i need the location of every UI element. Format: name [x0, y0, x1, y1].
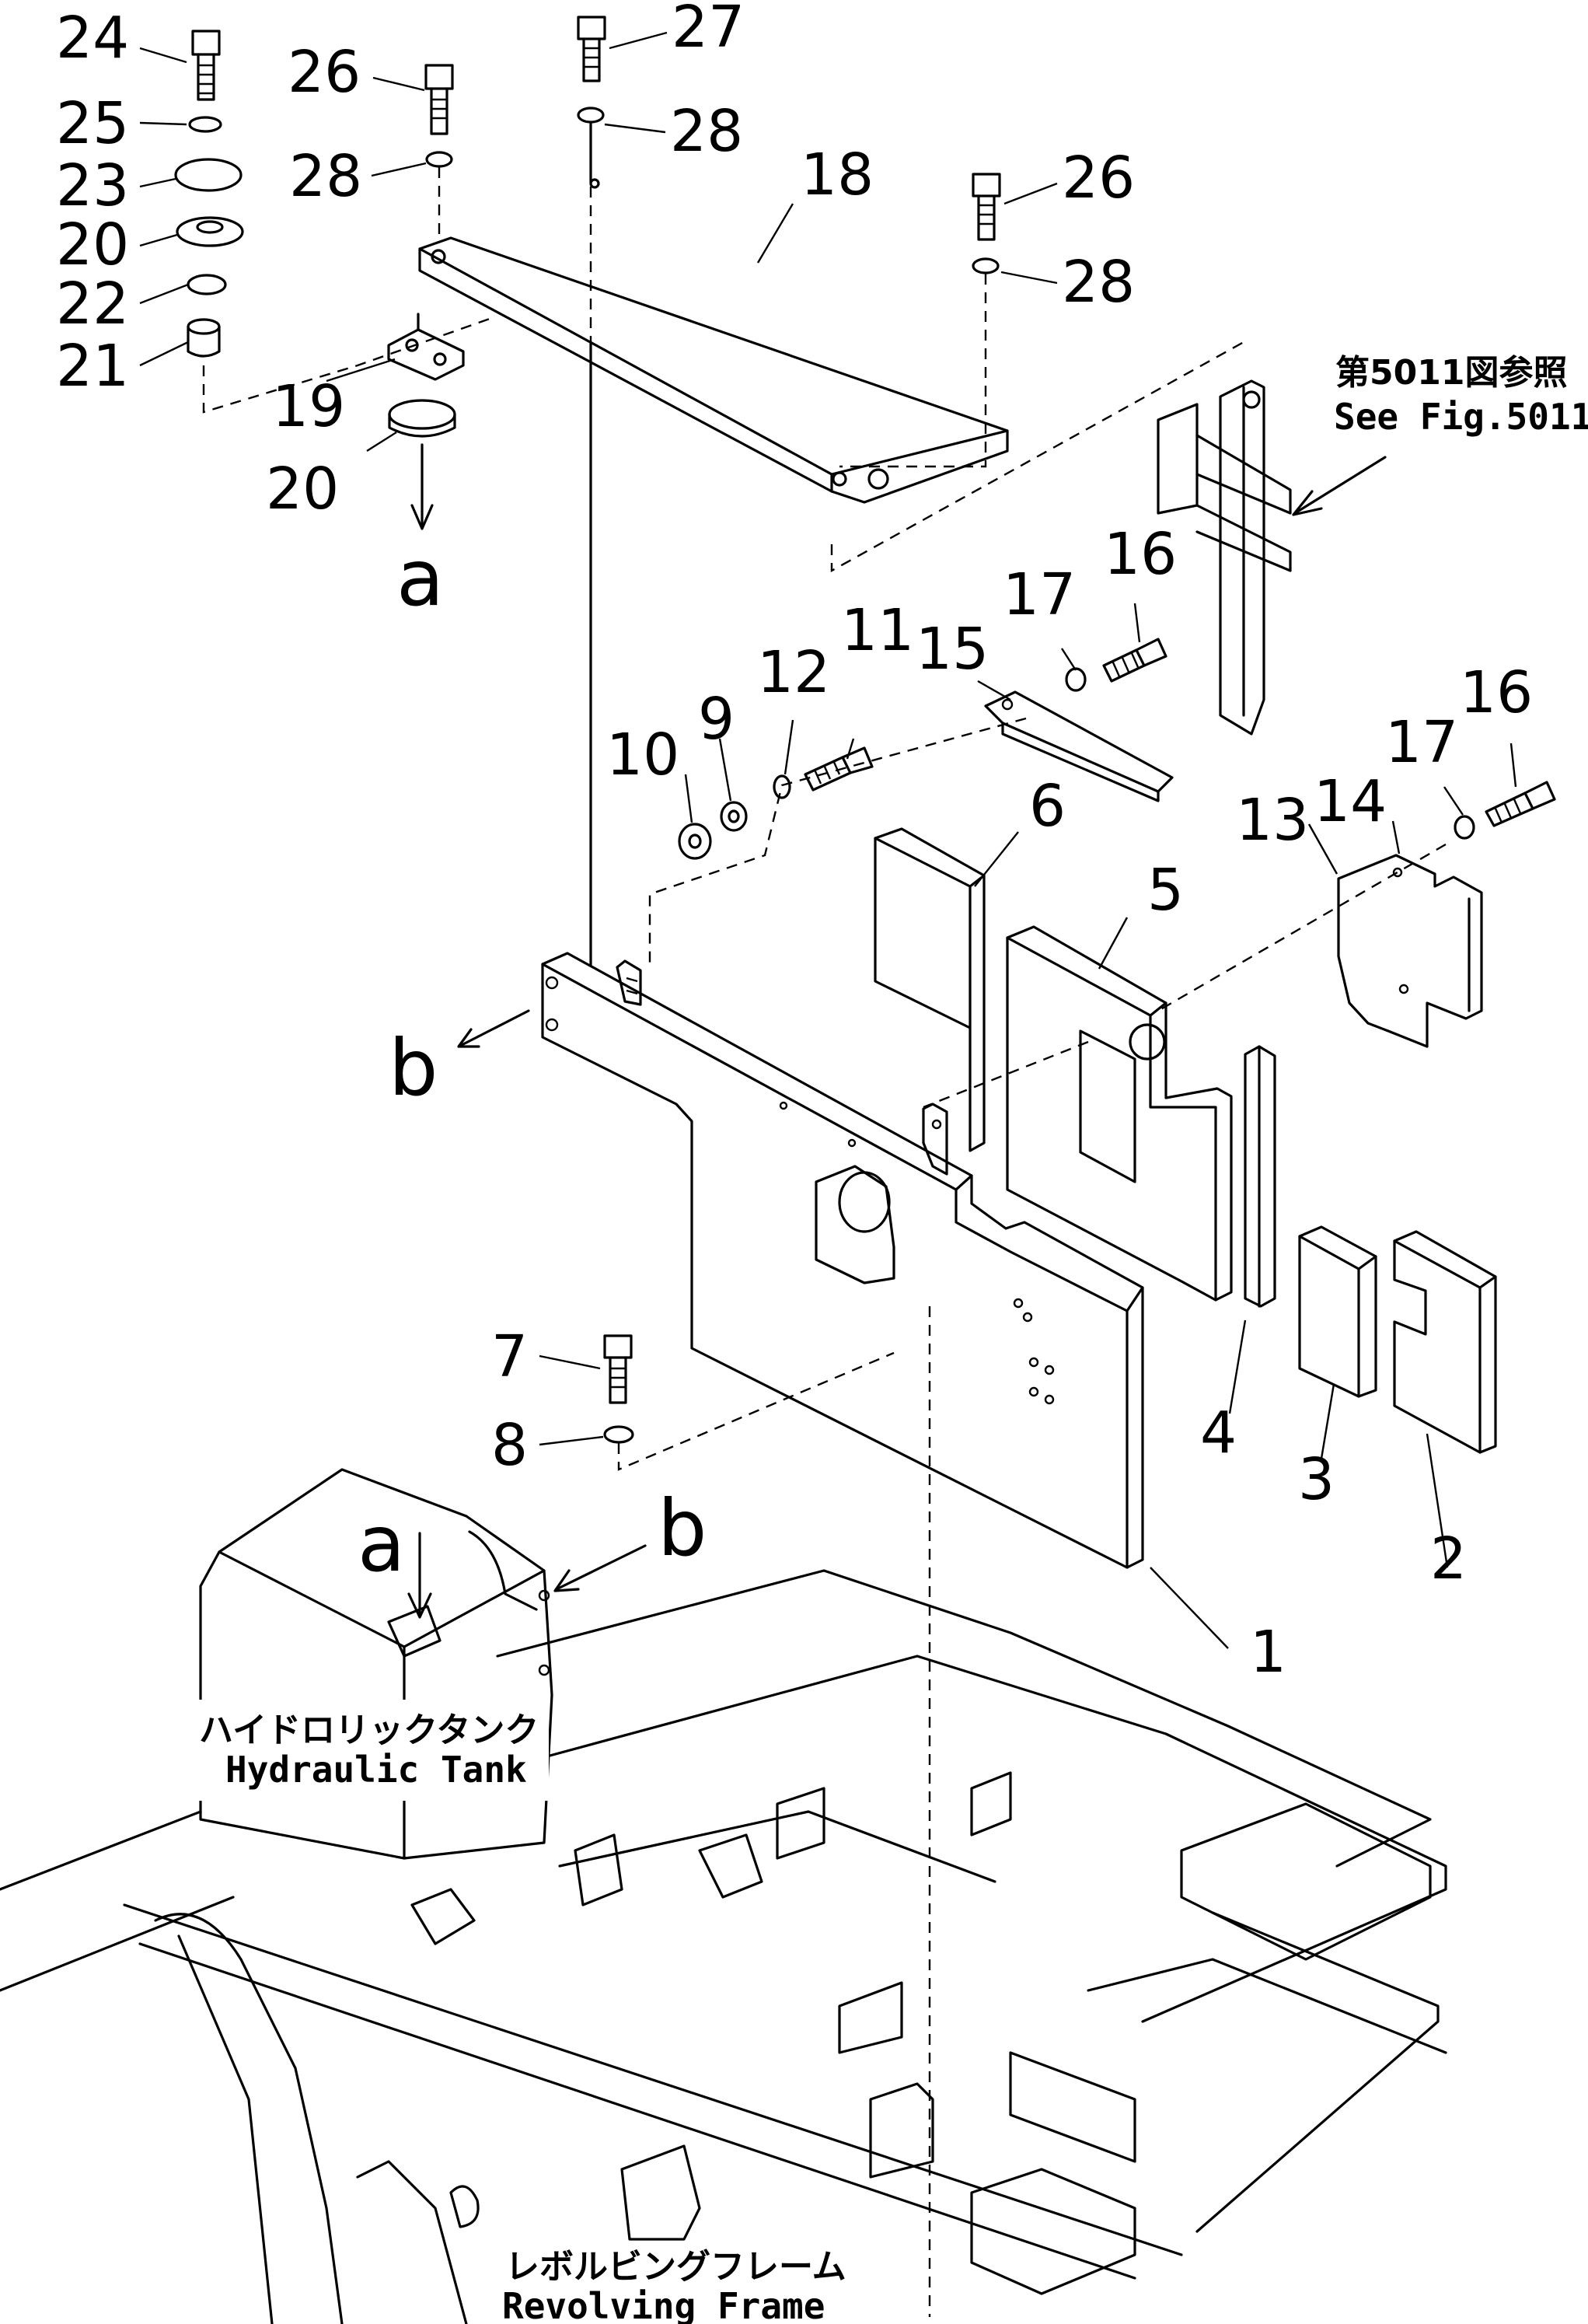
washer-17-lower-icon [1454, 815, 1475, 840]
washer-28-left-icon [425, 151, 453, 168]
callout-17-lower: 17 [1385, 709, 1458, 776]
callout-18: 18 [801, 142, 874, 208]
callout-13: 13 [1236, 787, 1309, 854]
plate-6 [874, 827, 986, 1152]
plate-5 [1006, 925, 1233, 1302]
washer-10-icon [678, 823, 712, 860]
plate-13 [1337, 854, 1483, 1048]
side-panel-1 [541, 952, 1144, 1569]
bolt-26-right-icon [972, 173, 1001, 241]
callout-8: 8 [491, 1412, 528, 1479]
revolving-frame [0, 1569, 1447, 2324]
reference-note-jp: 第5011図参照 [1335, 353, 1567, 393]
cover-plate-18 [418, 178, 1009, 504]
callout-4: 4 [1200, 1400, 1237, 1466]
revolving-frame-label-jp: レボルビングフレーム [505, 2247, 846, 2287]
washer-9-icon [720, 801, 748, 832]
washer-28-right-icon [972, 257, 1000, 274]
bolt-16-upper-icon [1102, 638, 1167, 683]
callout-23: 23 [56, 152, 129, 219]
callout-2: 2 [1430, 1525, 1467, 1592]
callout-28-top: 28 [670, 98, 743, 165]
view-marker-b-tank: b [658, 1483, 707, 1574]
callout-16-lower: 16 [1460, 659, 1533, 726]
tank-label-bg [191, 1700, 549, 1801]
collar-21-icon [187, 318, 221, 358]
washer-12-icon [773, 774, 791, 799]
callout-21: 21 [56, 333, 129, 400]
callout-26-right: 26 [1062, 145, 1135, 211]
fig-5011-bracket [1157, 379, 1292, 736]
bolt-26-left-icon [424, 64, 454, 135]
callout-7: 7 [491, 1323, 528, 1390]
callout-28-left: 28 [289, 143, 362, 210]
plate-3 [1298, 1225, 1377, 1398]
hydraulic-tank-label-jp: ハイドロリックタンク [199, 1711, 539, 1750]
bracket-19-icon [387, 313, 465, 381]
plate-4 [1244, 1045, 1276, 1308]
cushion-20-upper-icon [176, 216, 244, 247]
callout-5: 5 [1147, 857, 1184, 924]
callout-19: 19 [272, 373, 345, 440]
callout-15: 15 [916, 616, 989, 683]
view-marker-a-tank: a [358, 1498, 405, 1589]
bolt-24-icon [191, 30, 221, 101]
callout-14: 14 [1314, 768, 1387, 835]
callout-22: 22 [56, 271, 129, 337]
callout-10: 10 [606, 722, 679, 788]
hinge-bracket-lower-icon [922, 1103, 948, 1176]
callout-6: 6 [1029, 773, 1066, 840]
callout-20-upper: 20 [56, 211, 129, 278]
callout-3: 3 [1298, 1446, 1335, 1513]
bolt-16-lower-icon [1485, 781, 1556, 827]
view-marker-b-left: b [389, 1022, 438, 1113]
callout-1: 1 [1250, 1619, 1286, 1686]
callout-26-left: 26 [288, 39, 361, 106]
cushion-20-lower-icon [388, 399, 456, 438]
o-ring-22-icon [187, 274, 227, 295]
reference-note-en: See Fig.5011 [1334, 396, 1588, 438]
bolt-27-icon [577, 16, 606, 82]
washer-25-icon [188, 116, 222, 133]
washer-28-top-icon [577, 107, 605, 124]
callout-27: 27 [672, 0, 745, 61]
washer-17-upper-icon [1065, 667, 1087, 692]
callout-24: 24 [56, 5, 129, 72]
callout-12: 12 [757, 639, 830, 706]
view-marker-a-top: a [396, 533, 444, 624]
callout-17-upper: 17 [1003, 561, 1076, 628]
callout-28-right: 28 [1062, 249, 1135, 316]
bolt-7-icon [603, 1334, 633, 1404]
washer-23-icon [174, 158, 243, 192]
bracket-15-icon [984, 690, 1174, 802]
callout-9: 9 [698, 686, 735, 753]
revolving-frame-label-en: Revolving Frame [502, 2285, 825, 2324]
frame-label-bg [490, 2245, 847, 2324]
callout-11: 11 [841, 597, 914, 664]
plate-2 [1393, 1230, 1497, 1454]
callout-20-lower: 20 [266, 456, 339, 522]
hinge-bracket-icon [616, 959, 642, 1006]
callout-25: 25 [56, 90, 129, 157]
callout-16-upper: 16 [1104, 521, 1177, 588]
washer-8-icon [603, 1425, 634, 1444]
hydraulic-tank-label-en: Hydraulic Tank [225, 1749, 527, 1791]
